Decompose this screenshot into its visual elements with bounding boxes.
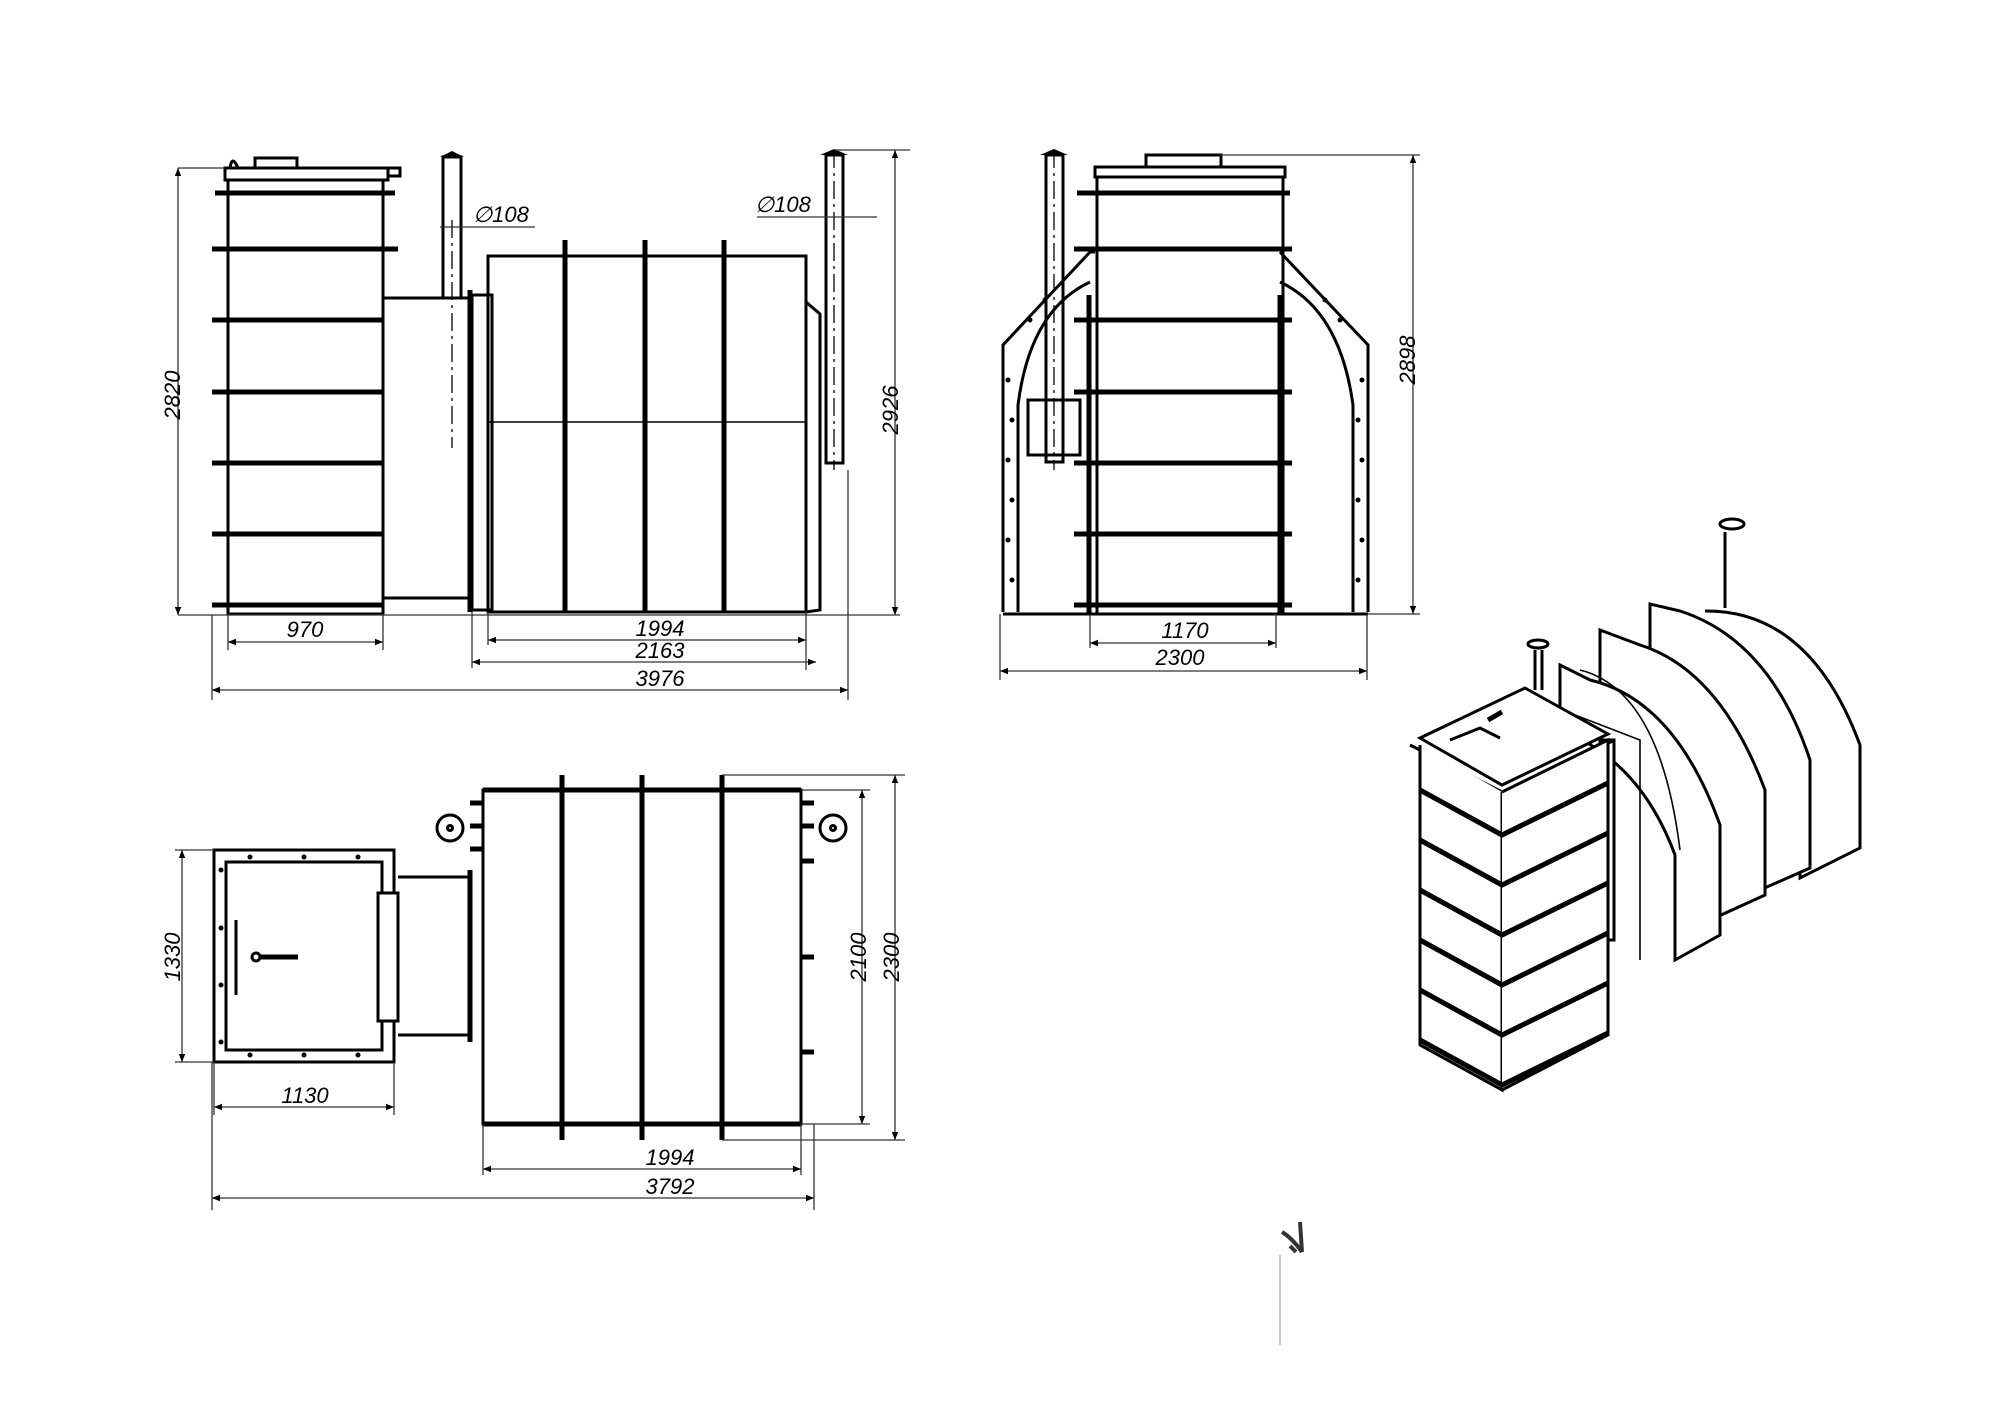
main-body-side — [467, 240, 822, 614]
plan-dimensions: 1330 1130 2100 2300 1994 3792 — [160, 774, 905, 1210]
front-dimensions: 2898 1170 2300 — [999, 154, 1420, 680]
dim-plan-body-length: 1994 — [646, 1145, 695, 1170]
stray-handwritten-mark — [1279, 1221, 1304, 1345]
dim-pipe-right-diameter: ∅108 — [755, 192, 812, 217]
dim-overall-height: 2926 — [878, 385, 903, 436]
dim-pipe-left-diameter: ∅108 — [473, 202, 530, 227]
connector-duct-side — [383, 220, 470, 600]
arch-frame-front — [1001, 250, 1370, 616]
tank-top-plan — [212, 848, 400, 1064]
dim-plan-tank-depth: 1330 — [160, 932, 185, 982]
isometric-view — [1409, 517, 1862, 1093]
side-elevation-view: 2820 2926 ∅108 ∅108 970 1994 2163 3976 — [160, 149, 910, 700]
vent-pipe-right-side — [820, 149, 848, 470]
dim-front-overall-height: 2898 — [1395, 335, 1420, 386]
dim-front-tank-width: 1170 — [1161, 618, 1209, 643]
dim-tank-height: 2820 — [160, 370, 185, 421]
connector-duct-plan — [398, 870, 473, 1042]
dim-plan-body-width-outer: 2300 — [879, 932, 904, 983]
dim-plan-tank-width: 1130 — [281, 1083, 329, 1108]
tank-body-front — [1074, 153, 1292, 614]
dim-plan-body-width-inner: 2100 — [846, 932, 871, 983]
dim-front-overall-width: 2300 — [1155, 645, 1206, 670]
main-body-plan — [435, 775, 848, 1140]
dim-tank-width: 970 — [287, 617, 324, 642]
dim-plan-overall-length: 3792 — [646, 1174, 695, 1199]
tank-box-iso — [1409, 638, 1616, 1093]
dim-overall-length: 3976 — [636, 666, 686, 691]
dim-body-length-outer: 2163 — [635, 638, 686, 663]
plan-view: 1330 1130 2100 2300 1994 3792 — [160, 774, 905, 1210]
tank-body-side — [212, 156, 402, 616]
dim-body-length-inner: 1994 — [636, 616, 685, 641]
vent-pipe-front — [1026, 149, 1082, 470]
side-dimensions: 2820 2926 ∅108 ∅108 970 1994 2163 3976 — [160, 149, 910, 700]
front-elevation-view: 2898 1170 2300 — [999, 149, 1420, 680]
